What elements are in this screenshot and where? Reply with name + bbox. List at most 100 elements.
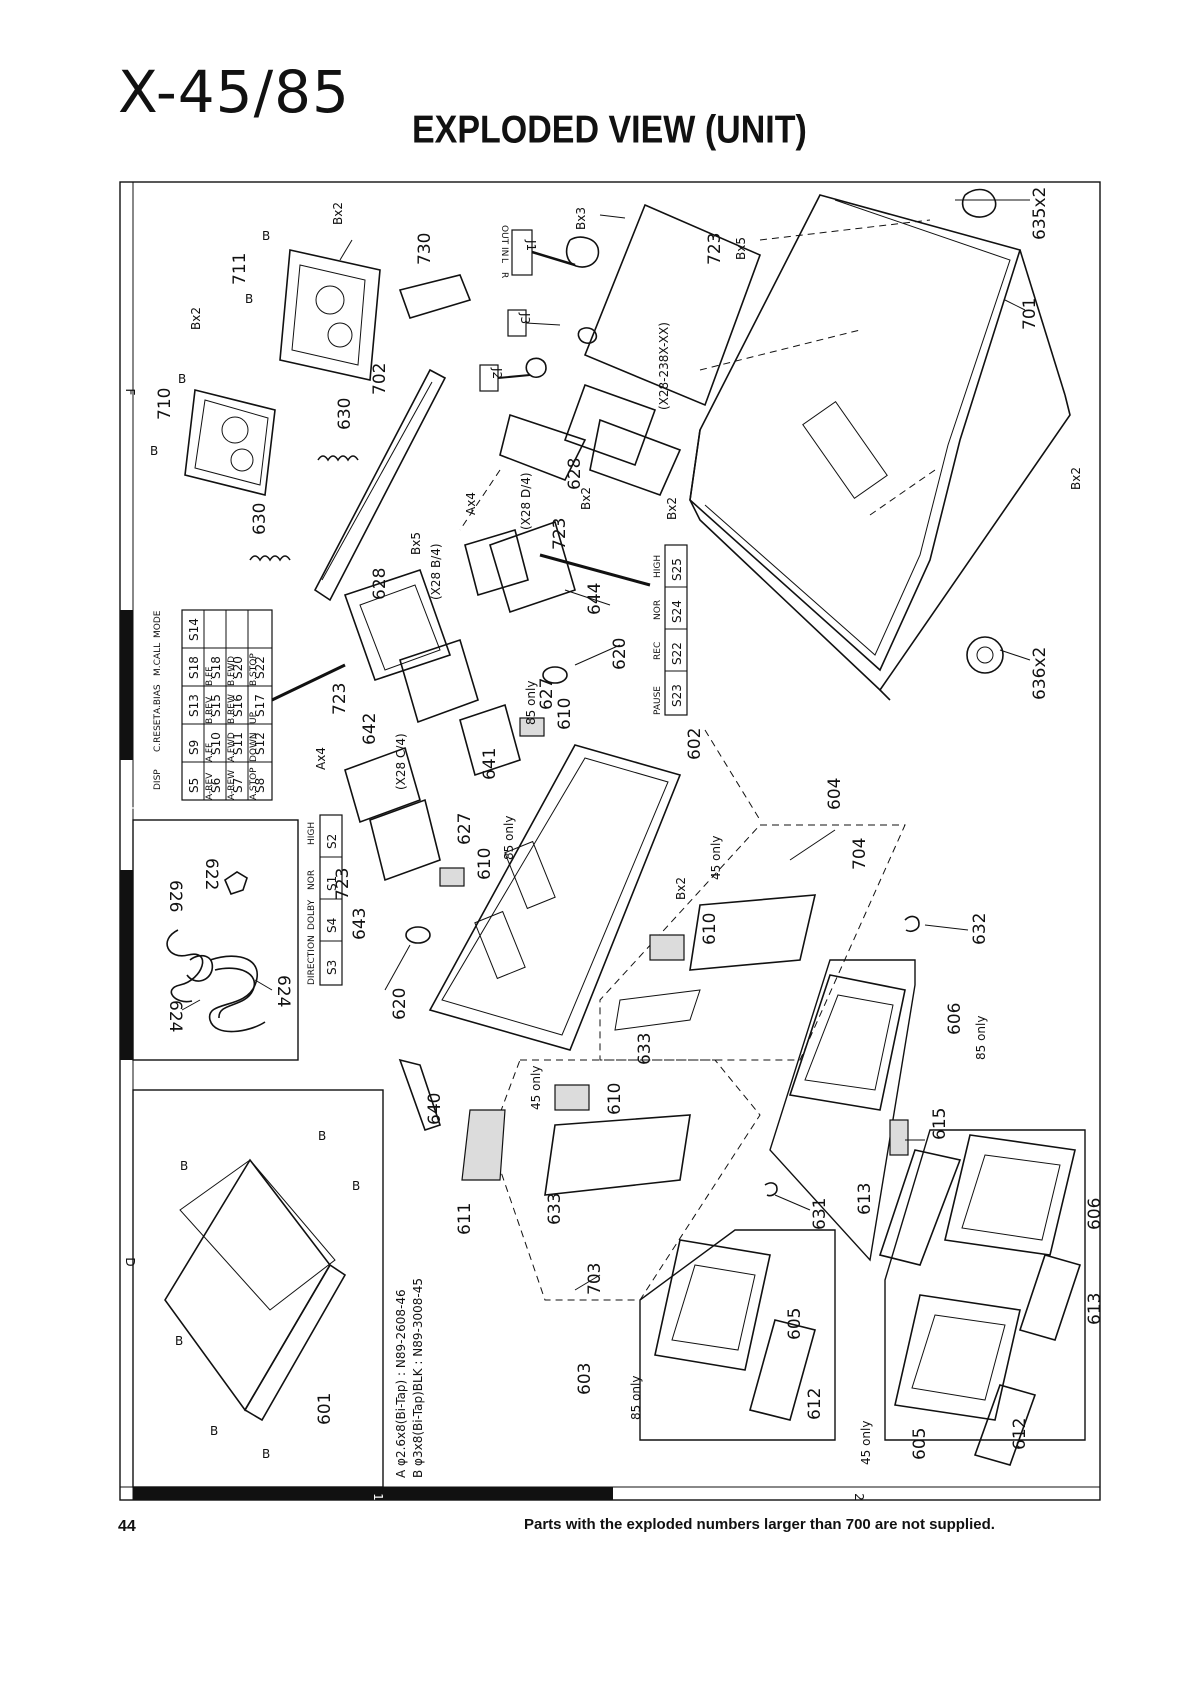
label-644: 644 bbox=[585, 583, 605, 615]
label-630b: 630 bbox=[250, 503, 270, 535]
sw-s15: S15 bbox=[209, 694, 223, 717]
cable-624 bbox=[208, 955, 266, 1033]
sw3-s24: S24 bbox=[670, 600, 684, 623]
sw3-hdr-nor: NOR bbox=[653, 600, 663, 620]
label-615: 615 bbox=[930, 1108, 950, 1140]
jack-out-in: OUT IN bbox=[499, 225, 509, 256]
bracket-730 bbox=[398, 274, 472, 319]
sw-s12: S12 bbox=[253, 732, 267, 755]
label-x28-d4: (X28 D/4) bbox=[519, 472, 533, 530]
sw2-s3: S3 bbox=[325, 960, 339, 975]
screw-b-g: B bbox=[352, 1179, 360, 1193]
label-bx3: Bx3 bbox=[574, 207, 588, 230]
sw-s9: S9 bbox=[187, 740, 201, 755]
label-612a: 612 bbox=[805, 1388, 825, 1420]
pcb-723c bbox=[344, 746, 421, 824]
sw-s11: S11 bbox=[231, 732, 245, 755]
grid-row-f: F bbox=[123, 389, 137, 396]
label-620a: 620 bbox=[390, 988, 410, 1020]
label-723b: 723 bbox=[550, 518, 570, 550]
sw2-s4: S4 bbox=[325, 918, 339, 933]
sw3-s25: S25 bbox=[670, 558, 684, 581]
sw-lbl-down: DOWN bbox=[249, 732, 259, 762]
sw-lbl-arew: A-REW bbox=[227, 770, 237, 800]
sw-lbl-up: UP bbox=[249, 711, 259, 724]
sw-lbl-astop: A.STOP bbox=[249, 767, 259, 800]
label-628b: 628 bbox=[565, 458, 585, 490]
spring-631 bbox=[764, 1182, 778, 1197]
sw-s22a: S22 bbox=[253, 656, 267, 679]
board-644 bbox=[489, 520, 576, 614]
switch-table-upper: DISP C.RESET A.BIAS M.CALL MODE S5 S9 S1… bbox=[153, 609, 273, 801]
sw3-s22: S22 bbox=[670, 642, 684, 665]
front-face-45-box bbox=[884, 1129, 1086, 1441]
board-642 bbox=[399, 638, 479, 724]
label-631: 631 bbox=[810, 1198, 830, 1230]
label-bx2f: Bx2 bbox=[674, 877, 688, 900]
label-85only-b: 85 only bbox=[502, 816, 516, 860]
label-612b: 612 bbox=[1010, 1418, 1030, 1450]
accessory-box bbox=[132, 819, 299, 1061]
jack-j2: J2 bbox=[490, 367, 504, 379]
model-number: X-45/85 bbox=[118, 58, 350, 126]
plug-622 bbox=[224, 871, 248, 895]
sw-s16: S16 bbox=[231, 694, 245, 717]
label-640: 640 bbox=[425, 1093, 445, 1125]
plate-615 bbox=[889, 1119, 909, 1156]
label-622: 622 bbox=[201, 858, 221, 890]
label-620b: 620 bbox=[610, 638, 630, 670]
label-605b: 605 bbox=[910, 1428, 930, 1460]
face-606b bbox=[944, 1134, 1076, 1256]
spring-632 bbox=[904, 915, 920, 932]
label-602: 602 bbox=[685, 728, 705, 760]
screw-b-h: B bbox=[175, 1334, 183, 1348]
label-606a: 606 bbox=[945, 1003, 965, 1035]
label-702: 702 bbox=[370, 363, 390, 395]
sw2-s2: S2 bbox=[325, 834, 339, 849]
switch-table-rec: PAUSE REC NOR HIGH S23 S22 S24 S25 bbox=[653, 544, 688, 716]
door-612a bbox=[749, 1319, 816, 1421]
screw-b-a: B bbox=[262, 229, 270, 243]
label-613b: 613 bbox=[1085, 1293, 1105, 1325]
grid-col-2: 2 bbox=[852, 1493, 866, 1501]
sw-s6: S6 bbox=[209, 778, 223, 793]
grid-row-e: E bbox=[123, 806, 137, 814]
label-730: 730 bbox=[415, 233, 435, 265]
label-85only-c: 85 only bbox=[974, 1016, 988, 1060]
label-723a: 723 bbox=[705, 233, 725, 265]
pcb-723a bbox=[583, 203, 762, 407]
jack-l: L bbox=[499, 258, 509, 263]
label-627a: 627 bbox=[455, 813, 475, 845]
knob-620b bbox=[542, 666, 568, 684]
label-723c: 723 bbox=[333, 868, 353, 900]
label-603: 603 bbox=[575, 1363, 595, 1395]
label-45only-a: 45 only bbox=[709, 836, 723, 880]
sw-s13: S13 bbox=[187, 694, 201, 717]
foot-636 bbox=[966, 636, 1004, 674]
sw-s10: S10 bbox=[209, 732, 223, 755]
label-604: 604 bbox=[825, 778, 845, 810]
sw-hdr-mcall: M.CALL bbox=[153, 643, 163, 676]
label-x28-c4: (X28 C/4) bbox=[394, 733, 408, 790]
label-610a: 610 bbox=[475, 848, 495, 880]
sw-lbl-arev: A-REV bbox=[205, 772, 215, 800]
window-610b bbox=[519, 717, 545, 737]
label-bx2e: Bx2 bbox=[1069, 467, 1083, 490]
spring-630b bbox=[249, 555, 291, 562]
jack-j3-box: J3 bbox=[507, 309, 532, 337]
sw-lbl-brev: B.REV bbox=[205, 696, 215, 724]
sw-s18a: S18 bbox=[187, 656, 201, 679]
label-632: 632 bbox=[970, 913, 990, 945]
label-bx5a: Bx5 bbox=[734, 237, 748, 260]
sw2-hdr-dolby: DOLBY bbox=[307, 899, 317, 930]
label-85only-d: 85 only bbox=[629, 1376, 643, 1420]
board-628a bbox=[343, 568, 452, 682]
label-605a: 605 bbox=[785, 1308, 805, 1340]
label-704: 704 bbox=[850, 838, 870, 870]
front-face-box-605 bbox=[639, 1229, 836, 1441]
sw-s18b: S18 bbox=[209, 656, 223, 679]
sw-lbl-aff: A.FF bbox=[205, 743, 215, 762]
label-642-text: 642 bbox=[360, 713, 380, 745]
grid-row-e-marker bbox=[120, 610, 133, 760]
screw-b-i: B bbox=[210, 1424, 218, 1438]
